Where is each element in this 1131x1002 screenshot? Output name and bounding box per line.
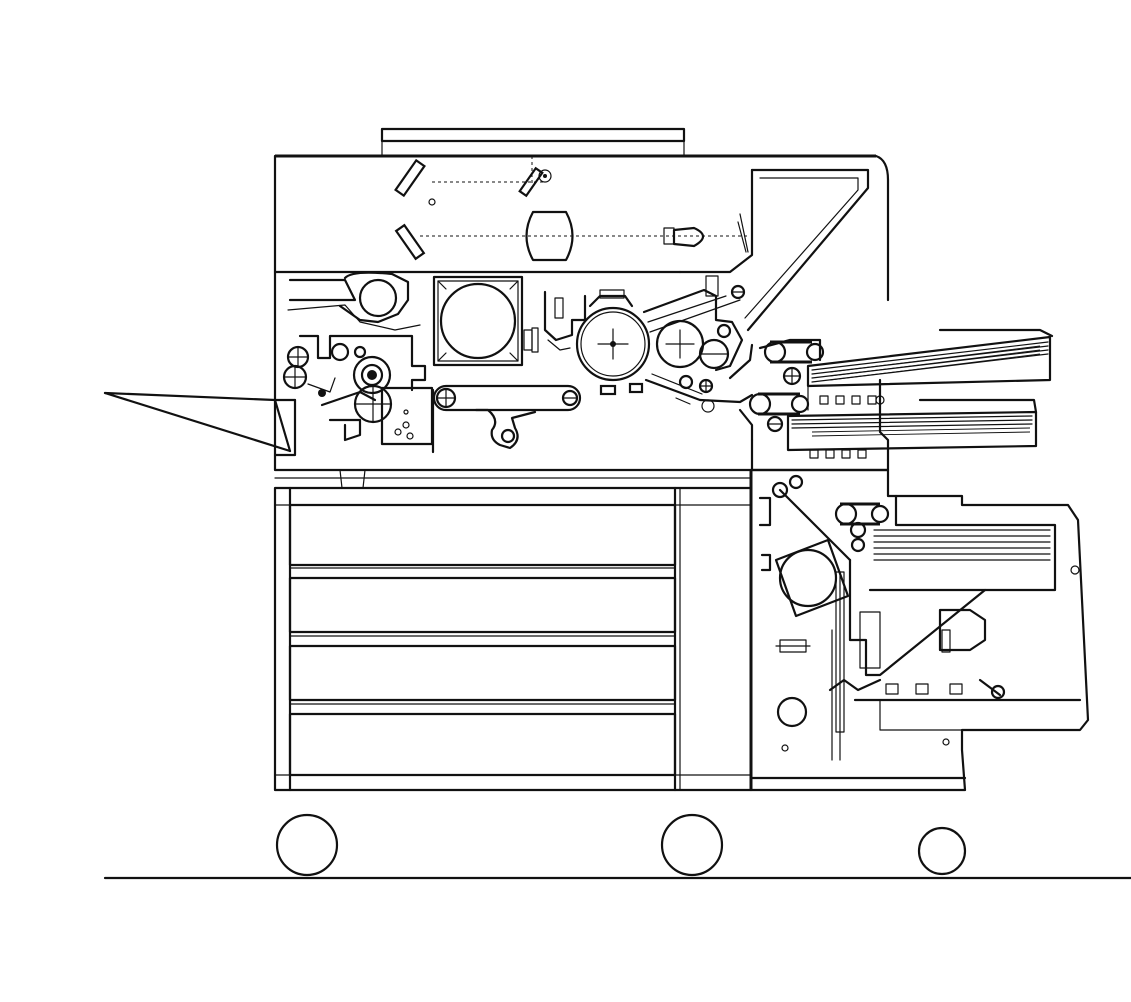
- scanner-housing: [273, 127, 890, 472]
- process-section: [273, 271, 754, 457]
- paper-drawers: [288, 503, 677, 777]
- fuser-rollers: [282, 334, 434, 446]
- caster-right: [917, 826, 967, 876]
- sorter-unit: [749, 468, 1090, 792]
- paper-input-trays: [748, 328, 1054, 472]
- lens: [525, 210, 574, 262]
- paper-deck-cabinet: [273, 469, 753, 792]
- cooling-fan: [432, 275, 524, 367]
- output-tray: [103, 391, 292, 453]
- platen-cover: [380, 127, 686, 143]
- transport-belt: [432, 384, 582, 450]
- exposure-lamp: [663, 213, 749, 253]
- caster-left: [275, 813, 339, 877]
- casters: [275, 813, 967, 877]
- caster-middle: [660, 813, 724, 877]
- photoconductor-drum: [575, 275, 746, 396]
